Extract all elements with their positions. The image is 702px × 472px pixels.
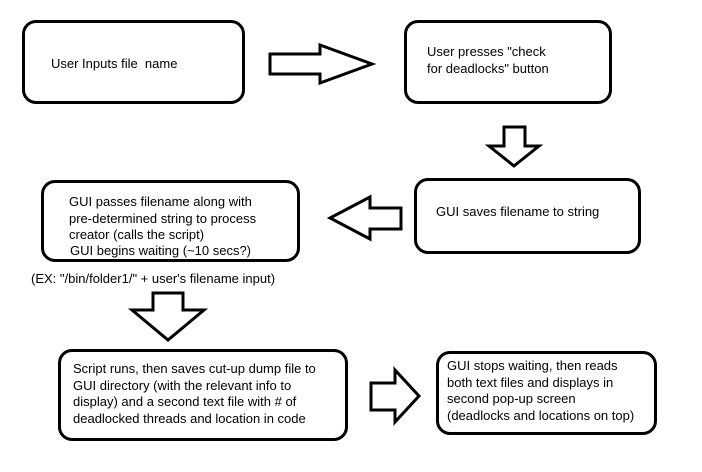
text-stops-waiting: GUI stops waiting, then reads both text …: [447, 358, 635, 423]
arrow-down-1: [484, 125, 544, 168]
box-script-runs: [58, 349, 348, 441]
text-save-string: GUI saves filename to string: [436, 204, 600, 219]
text-example-note: (EX: "/bin/folder1/" + user's filename i…: [31, 271, 276, 286]
arrow-left-1: [326, 194, 403, 242]
text-check-button: User presses "check for deadlocks" butto…: [427, 44, 549, 76]
text-script-runs: Script runs, then saves cut-up dump file…: [73, 361, 316, 426]
box-process-creator: [41, 180, 300, 262]
box-user-input: [22, 20, 245, 104]
arrow-right-2: [369, 366, 422, 426]
text-process-creator: GUI passes filename along with pre-deter…: [69, 194, 257, 242]
arrow-down-2: [127, 291, 209, 342]
arrow-right-1: [268, 42, 377, 86]
text-waiting: GUI begins waiting (~10 secs?): [70, 243, 252, 258]
text-user-input: User Inputs file name: [51, 56, 178, 71]
box-check-button: [404, 20, 612, 104]
box-stops-waiting: [436, 351, 657, 435]
box-save-string: [414, 178, 641, 254]
